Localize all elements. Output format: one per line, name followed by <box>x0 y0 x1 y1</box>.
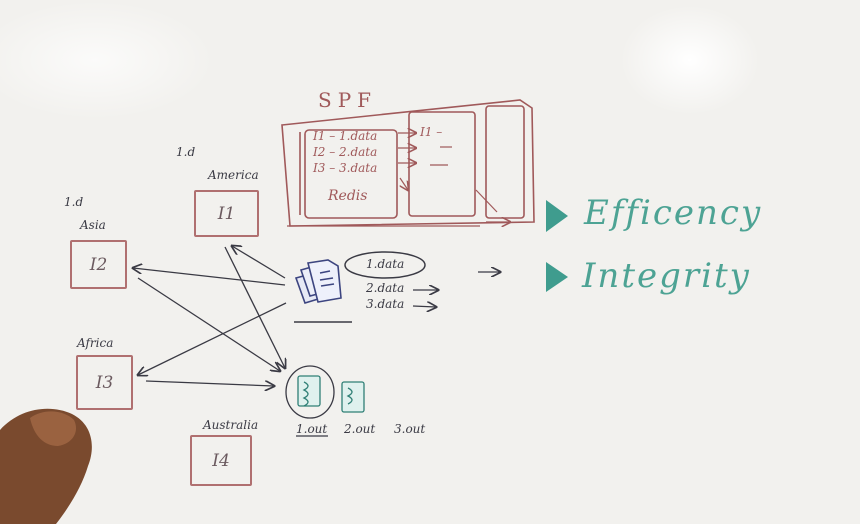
flow-arrows <box>133 246 286 386</box>
region-label: Australia <box>203 418 259 432</box>
hand-image <box>0 408 92 524</box>
instance-box-i4: I4 <box>190 435 252 486</box>
id-label: 1.d <box>64 195 84 209</box>
region-label: America <box>208 168 259 182</box>
data-arrows <box>412 272 500 307</box>
data-file-label: 1.data <box>366 257 405 271</box>
redis-row: I3 – 3.data <box>313 161 378 175</box>
redis-row: I2 – 2.data <box>313 145 378 159</box>
redis-label: Redis <box>328 188 368 204</box>
data1-circle <box>344 251 426 279</box>
instance-box-i3: I3 <box>76 355 133 410</box>
spf-frame <box>281 99 535 227</box>
output-label: 1.out <box>296 422 328 436</box>
data-file-label: 2.data <box>366 281 405 295</box>
goal-triangle-icon <box>546 262 568 292</box>
output-label: 2.out <box>344 422 376 436</box>
goal-triangle-icon <box>546 200 568 232</box>
spf-connectors <box>398 133 510 222</box>
glare-spot <box>0 0 215 120</box>
glare-spot <box>620 5 760 115</box>
document-stack-icon <box>294 259 342 304</box>
instance-box-i1: I1 <box>194 190 259 237</box>
data-file-label: 3.data <box>366 297 405 311</box>
goal-efficency: Efficency <box>584 193 763 233</box>
region-label: Asia <box>80 218 106 232</box>
output-file-icon <box>285 365 365 437</box>
spf-title: SPF <box>318 88 378 112</box>
id-label: 1.d <box>176 145 196 159</box>
goal-integrity: Integrity <box>582 256 751 296</box>
spf-right-label: I1 – <box>420 125 443 139</box>
region-label: Africa <box>77 336 114 350</box>
instance-box-i2: I2 <box>70 240 127 289</box>
redis-row: I1 – 1.data <box>313 129 378 143</box>
output-label: 3.out <box>394 422 426 436</box>
